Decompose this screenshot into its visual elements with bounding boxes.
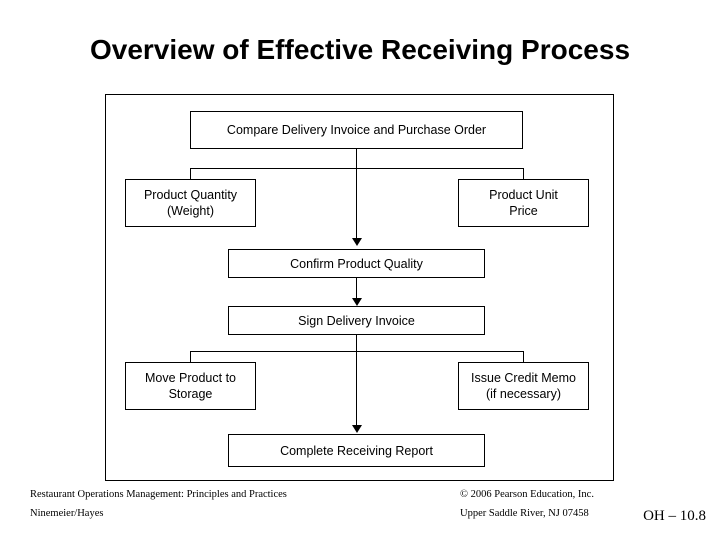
connector-spine-to-quality xyxy=(356,168,357,240)
diagram-frame xyxy=(105,94,614,481)
node-label: Confirm Product Quality xyxy=(290,256,423,271)
node-label: Move Product to Storage xyxy=(144,371,236,401)
node-label: Product Unit Price xyxy=(489,188,558,218)
node-issue-credit-memo[interactable]: Issue Credit Memo (if necessary) xyxy=(458,362,589,410)
node-product-unit-price[interactable]: Product Unit Price xyxy=(458,179,589,227)
connector-spine-to-report xyxy=(356,351,357,427)
node-label: Complete Receiving Report xyxy=(280,443,433,458)
footer-copyright: © 2006 Pearson Education, Inc. xyxy=(460,489,594,500)
arrow-to-confirm-quality xyxy=(352,238,362,246)
node-complete-receiving-report[interactable]: Complete Receiving Report xyxy=(228,434,485,467)
node-label: Compare Delivery Invoice and Purchase Or… xyxy=(226,123,487,137)
connector-to-move-product xyxy=(190,351,191,363)
connector-to-price xyxy=(523,168,524,180)
node-product-quantity[interactable]: Product Quantity (Weight) xyxy=(125,179,256,227)
arrow-to-sign-invoice xyxy=(352,298,362,306)
connector-to-quantity xyxy=(190,168,191,180)
arrow-to-complete-report xyxy=(352,425,362,433)
connector-sign-down xyxy=(356,333,357,351)
node-move-product-to-storage[interactable]: Move Product to Storage xyxy=(125,362,256,410)
node-compare-delivery-invoice[interactable]: Compare Delivery Invoice and Purchase Or… xyxy=(190,111,523,149)
footer-publisher-address: Upper Saddle River, NJ 07458 xyxy=(460,508,589,519)
node-label: Sign Delivery Invoice xyxy=(298,313,415,328)
node-label: Issue Credit Memo (if necessary) xyxy=(471,371,576,401)
page-title: Overview of Effective Receiving Process xyxy=(89,34,631,65)
node-label: Product Quantity (Weight) xyxy=(143,188,238,218)
footer-authors: Ninemeier/Hayes xyxy=(30,508,104,519)
connector-to-credit-memo xyxy=(523,351,524,363)
footer-book-title: Restaurant Operations Management: Princi… xyxy=(30,489,287,500)
connector-quality-to-sign xyxy=(356,278,357,300)
node-sign-delivery-invoice[interactable]: Sign Delivery Invoice xyxy=(228,306,485,335)
slide-number: OH – 10.8 xyxy=(643,508,706,524)
node-confirm-product-quality[interactable]: Confirm Product Quality xyxy=(228,249,485,278)
connector-compare-down xyxy=(356,148,357,168)
